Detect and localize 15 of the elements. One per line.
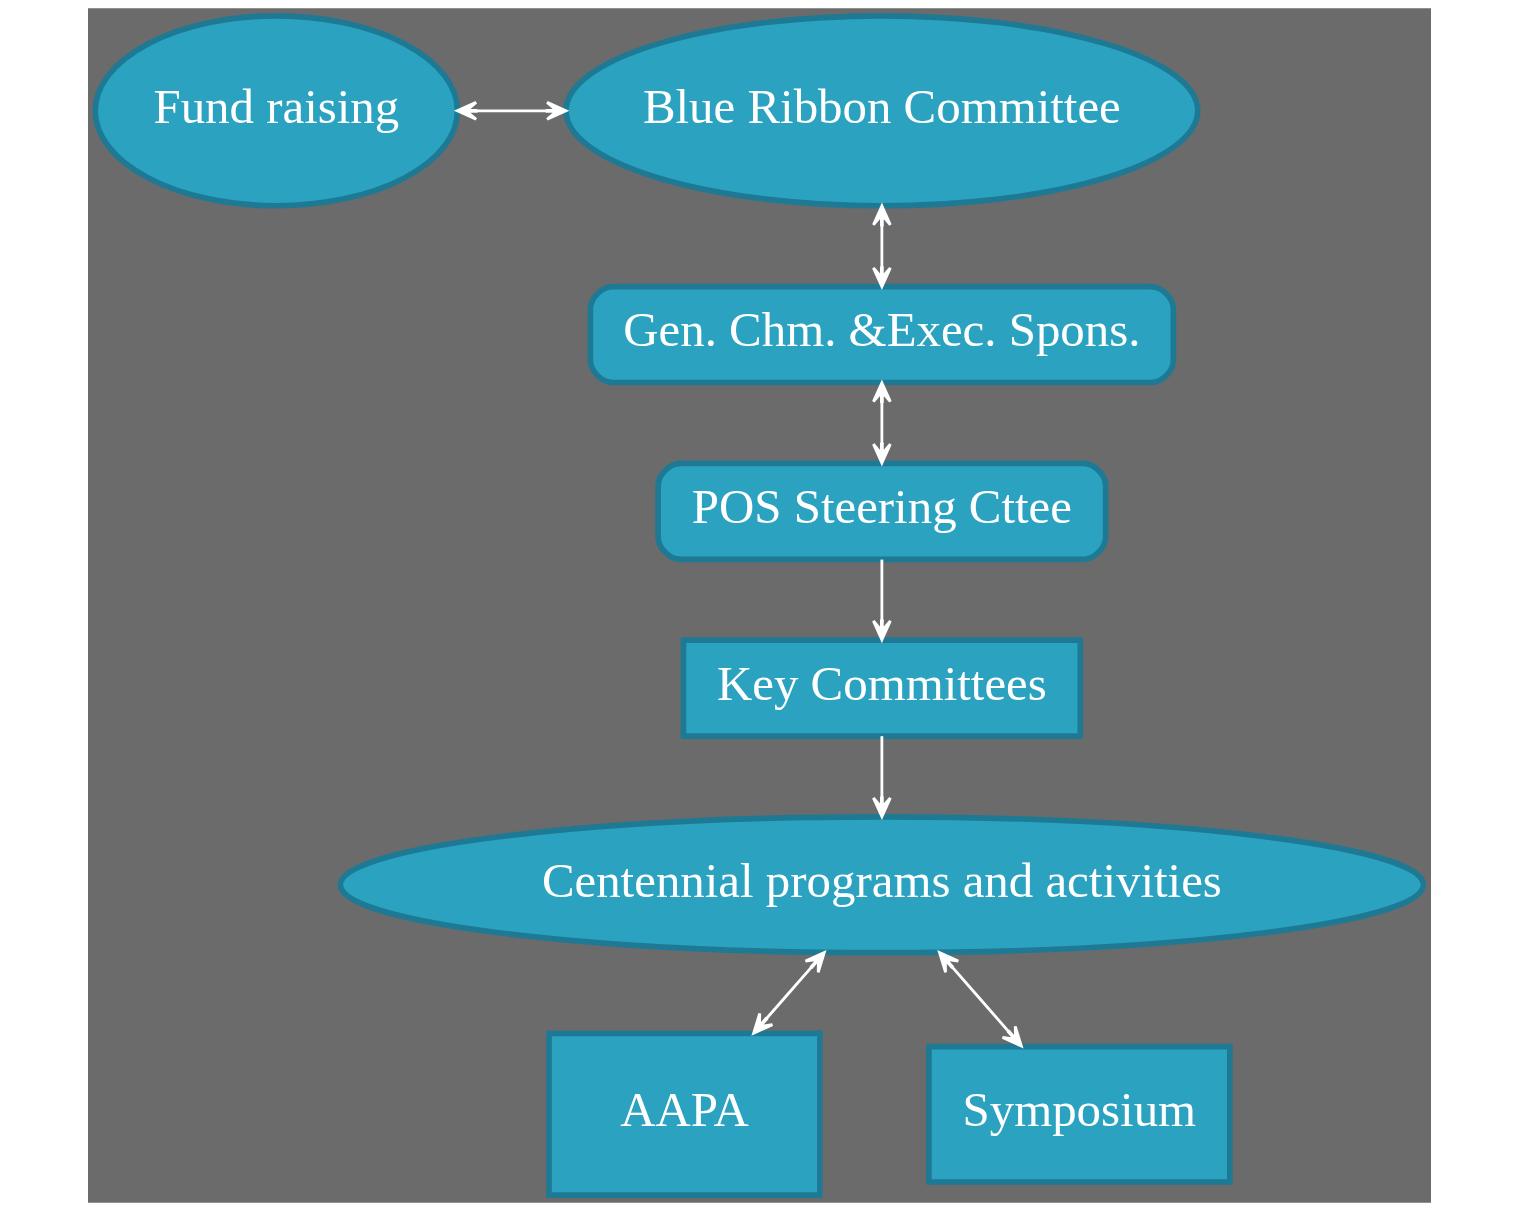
node-ellipse: Centennial programs and activities — [336, 814, 1426, 956]
node-ellipse: Fund raising — [91, 13, 460, 209]
node-box: AAPA — [545, 1030, 823, 1198]
node-ellipse: Blue Ribbon Committee — [562, 13, 1201, 209]
node-box: POS Steering Cttee — [654, 460, 1108, 563]
node-box: Key Committees — [680, 637, 1083, 739]
arrow — [871, 559, 892, 642]
arrow — [871, 381, 892, 465]
arrow — [937, 951, 1023, 1048]
arrow — [751, 951, 826, 1035]
node-box: Gen. Chm. &Exec. Spons. — [587, 283, 1176, 386]
node-box: Symposium — [925, 1043, 1233, 1185]
arrow — [455, 100, 567, 121]
arrow — [871, 204, 892, 289]
arrow — [871, 736, 892, 819]
